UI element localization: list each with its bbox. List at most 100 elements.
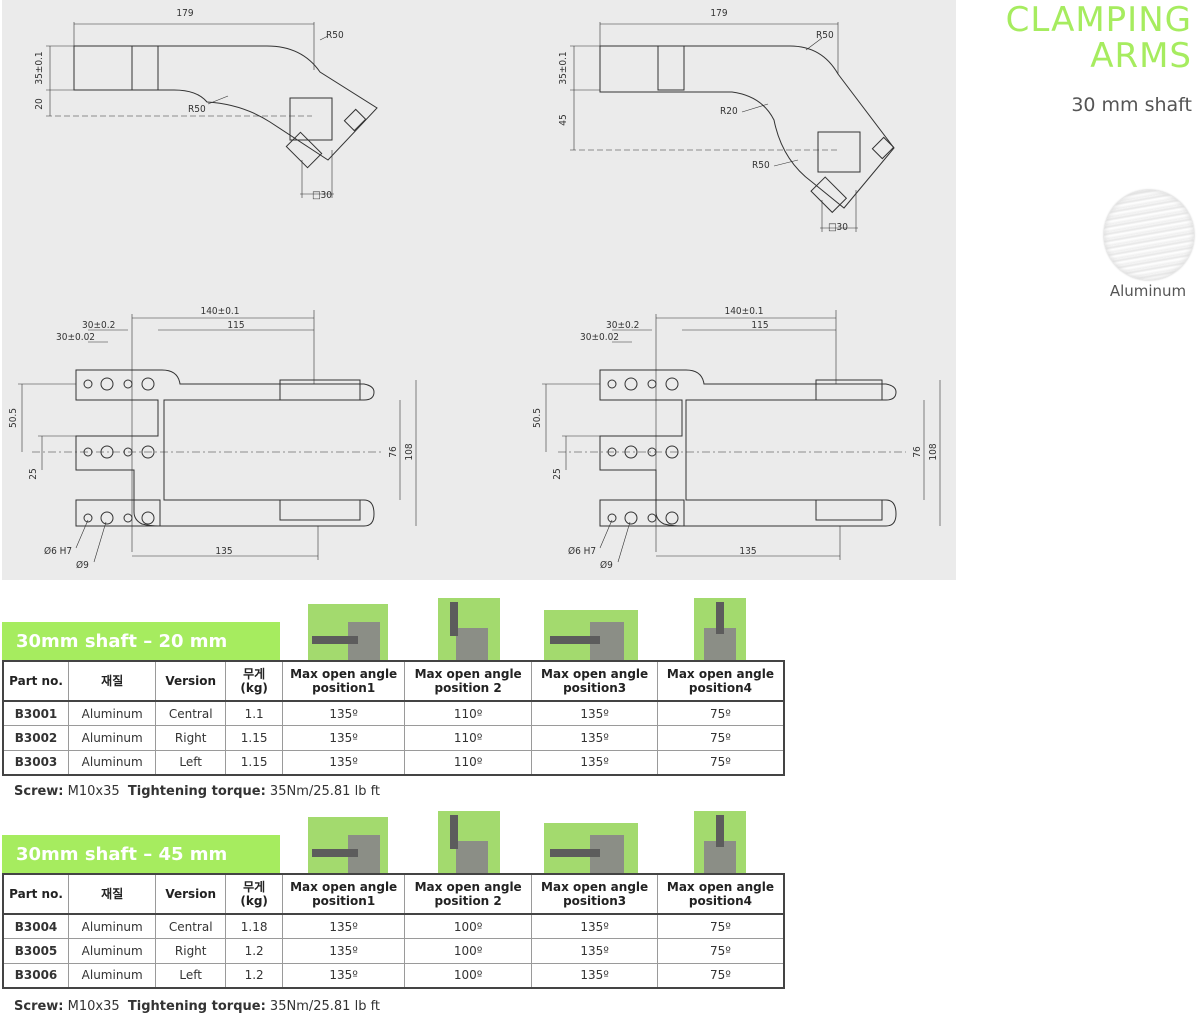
material-swatch bbox=[1104, 190, 1194, 280]
cell-position4: 75º bbox=[656, 913, 785, 939]
cell-material: Aluminum bbox=[67, 725, 157, 751]
cell-position3: 135º bbox=[531, 962, 658, 988]
material-label: Aluminum bbox=[1109, 282, 1187, 300]
dim-140: 140±0.1 bbox=[200, 306, 239, 317]
torque-label: Tightening torque: bbox=[127, 999, 266, 1014]
position4-image bbox=[694, 598, 746, 660]
cell-part: B3006 bbox=[2, 962, 69, 988]
dim-r50-top: R50 bbox=[326, 30, 344, 41]
table-row: B3004 Aluminum Central 1.18 135º 100º 13… bbox=[2, 913, 785, 939]
dim-30-b: 30±0.02 bbox=[56, 332, 95, 343]
cell-material: Aluminum bbox=[67, 962, 157, 988]
cell-weight: 1.15 bbox=[224, 725, 284, 751]
cell-version: Central bbox=[155, 913, 226, 939]
cell-position2: 110º bbox=[403, 725, 533, 751]
dim-76: 76 bbox=[388, 446, 399, 458]
position3-image bbox=[544, 823, 638, 873]
cell-material: Aluminum bbox=[67, 913, 157, 939]
header-weight: 무게(kg) bbox=[224, 873, 284, 915]
cell-part: B3004 bbox=[2, 913, 69, 939]
cell-weight: 1.2 bbox=[224, 938, 284, 964]
dim-offset: 20 bbox=[34, 98, 45, 110]
cell-version: Central bbox=[155, 700, 226, 726]
cell-position1: 135º bbox=[282, 749, 405, 775]
cell-position1: 135º bbox=[282, 725, 405, 751]
cell-position2: 100º bbox=[403, 962, 533, 988]
side-view-45mm: 179 R50 R20 R50 35±0.1 45 □30 bbox=[558, 8, 895, 233]
dim-square-b: □30 bbox=[828, 222, 848, 233]
screw-label: Screw: bbox=[14, 999, 64, 1014]
cell-position3: 135º bbox=[531, 749, 658, 775]
header-material: 재질 bbox=[67, 873, 157, 915]
cell-position2: 110º bbox=[403, 700, 533, 726]
dim-50-5: 50.5 bbox=[8, 408, 19, 428]
table-row: B3003 Aluminum Left 1.15 135º 110º 135º … bbox=[2, 749, 785, 775]
side-view-20mm: 179 R50 R50 35±0.1 20 □30 bbox=[34, 8, 378, 201]
cell-position3: 135º bbox=[531, 938, 658, 964]
technical-drawing-panel: 179 R50 R50 35±0.1 20 □30 bbox=[2, 0, 956, 580]
cell-position3: 135º bbox=[531, 913, 658, 939]
top-view-right: 140±0.1 115 30±0.2 30±0.02 50.5 25 76 10… bbox=[532, 306, 941, 571]
cell-position2: 110º bbox=[403, 749, 533, 775]
section-title: 30mm shaft – 45 mm offset bbox=[2, 835, 280, 905]
position2-image bbox=[438, 598, 500, 660]
dim-phi6-b: Ø6 H7 bbox=[568, 545, 596, 557]
cell-version: Left bbox=[155, 962, 226, 988]
position1-image bbox=[308, 604, 388, 660]
dim-phi9-b: Ø9 bbox=[600, 559, 613, 571]
cell-part: B3002 bbox=[2, 725, 69, 751]
brand-header: CLAMPING ARMS 30 mm shaft bbox=[1006, 2, 1192, 116]
cell-version: Right bbox=[155, 938, 226, 964]
cell-version: Right bbox=[155, 725, 226, 751]
dim-phi9: Ø9 bbox=[76, 559, 89, 571]
spec-table: Part no. 재질 Version 무게(kg) Max open angl… bbox=[2, 660, 785, 776]
cell-position1: 135º bbox=[282, 962, 405, 988]
header-part: Part no. bbox=[2, 873, 69, 915]
torque-value: 35Nm/25.81 lb ft bbox=[269, 784, 381, 799]
dim-179-b: 179 bbox=[710, 8, 727, 19]
torque-value: 35Nm/25.81 lb ft bbox=[269, 999, 381, 1014]
position1-image bbox=[308, 817, 388, 873]
top-view-left: 140±0.1 115 30±0.2 30±0.02 50.5 25 76 10… bbox=[8, 306, 417, 571]
table-row: B3001 Aluminum Central 1.1 135º 110º 135… bbox=[2, 700, 785, 726]
header-material: 재질 bbox=[67, 660, 157, 702]
cell-position1: 135º bbox=[282, 700, 405, 726]
dim-height-b: 35±0.1 bbox=[558, 51, 569, 84]
cell-material: Aluminum bbox=[67, 700, 157, 726]
cell-weight: 1.15 bbox=[224, 749, 284, 775]
screw-value: M10x35 bbox=[67, 784, 120, 799]
table-row: B3002 Aluminum Right 1.15 135º 110º 135º… bbox=[2, 725, 785, 751]
dim-r50-inner-b: R50 bbox=[752, 160, 770, 171]
cell-weight: 1.2 bbox=[224, 962, 284, 988]
brand-title-line2: ARMS bbox=[1090, 36, 1192, 76]
section-title: 30mm shaft – 20 mm offset bbox=[2, 622, 280, 692]
cell-position1: 135º bbox=[282, 913, 405, 939]
table-header-row: Part no. 재질 Version 무게(kg) Max open angl… bbox=[2, 873, 785, 915]
technical-drawing: 179 R50 R50 35±0.1 20 □30 bbox=[8, 8, 941, 571]
screw-note: Screw: M10x35 Tightening torque: 35Nm/25… bbox=[14, 784, 380, 799]
position4-image bbox=[694, 811, 746, 873]
cell-weight: 1.18 bbox=[224, 913, 284, 939]
cell-position1: 135º bbox=[282, 938, 405, 964]
dim-r50-inner: R50 bbox=[188, 104, 206, 115]
cell-version: Left bbox=[155, 749, 226, 775]
table-header-row: Part no. 재질 Version 무게(kg) Max open angl… bbox=[2, 660, 785, 702]
dim-25-b: 25 bbox=[552, 468, 563, 479]
dim-135: 135 bbox=[215, 546, 232, 557]
cell-part: B3005 bbox=[2, 938, 69, 964]
header-weight: 무게(kg) bbox=[224, 660, 284, 702]
header-part: Part no. bbox=[2, 660, 69, 702]
screw-label: Screw: bbox=[14, 784, 64, 799]
dim-179: 179 bbox=[176, 8, 193, 19]
screw-note: Screw: M10x35 Tightening torque: 35Nm/25… bbox=[14, 999, 380, 1014]
dim-25: 25 bbox=[28, 468, 39, 479]
cell-position4: 75º bbox=[656, 700, 785, 726]
screw-value: M10x35 bbox=[67, 999, 120, 1014]
